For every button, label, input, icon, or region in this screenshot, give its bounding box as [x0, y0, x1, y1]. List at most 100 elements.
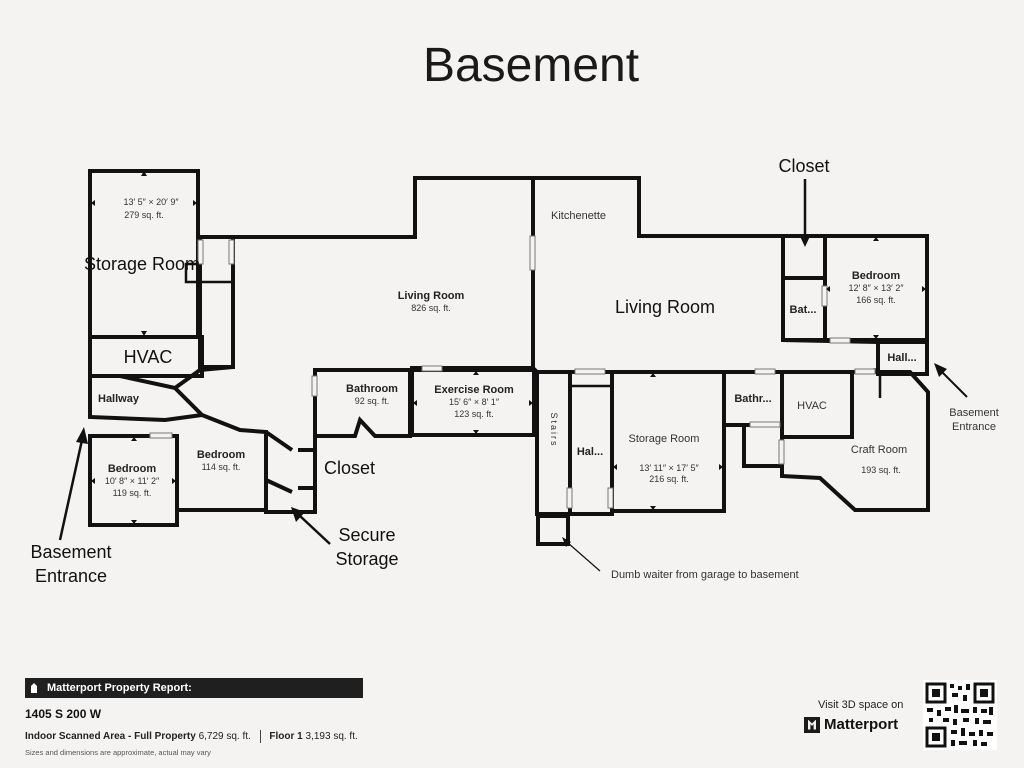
- dimension-marker: [873, 237, 879, 241]
- dimension-marker: [131, 520, 137, 524]
- annotation-secure-2: Storage: [335, 549, 398, 569]
- living-main-name: Living Room: [398, 290, 465, 302]
- qr-code-icon[interactable]: [923, 680, 997, 750]
- dimension-marker: [650, 373, 656, 377]
- report-title-bar: Matterport Property Report:: [25, 678, 363, 698]
- area-value: 6,729 sq. ft.: [198, 731, 251, 743]
- property-report-footer: Matterport Property Report: 1405 S 200 W…: [25, 678, 365, 757]
- arrow-entrance-right: [941, 371, 968, 398]
- door: [607, 487, 614, 509]
- door: [749, 421, 781, 428]
- dimension-marker: [141, 331, 147, 336]
- storage-center-name: Storage Room: [629, 433, 700, 445]
- dimension-marker: [91, 200, 95, 206]
- area-line: Indoor Scanned Area - Full Property 6,72…: [25, 730, 365, 743]
- exercise-dims: 15′ 6″ × 8′ 1″: [449, 397, 500, 407]
- dimension-marker: [922, 286, 926, 292]
- corridor-stub-wall: [198, 235, 235, 369]
- dimension-marker: [413, 400, 417, 406]
- hall-center-wall: [568, 370, 614, 516]
- door: [566, 487, 573, 509]
- exercise-room-wall: [410, 368, 536, 437]
- dimension-marker: [172, 478, 176, 484]
- disclaimer: Sizes and dimensions are approximate, ac…: [25, 748, 211, 757]
- dimension-marker: [91, 478, 95, 484]
- exercise-name: Exercise Room: [434, 384, 514, 396]
- annotation-closet-top: Closet: [778, 156, 829, 176]
- arrow-secure-storage: [299, 515, 331, 545]
- storage-left-area: 279 sq. ft.: [124, 210, 164, 220]
- dimension-marker: [873, 335, 879, 339]
- bathroom-center-area: 92 sq. ft.: [355, 396, 390, 406]
- page-title: Basement: [422, 39, 640, 92]
- hallway-left-wall: [88, 365, 234, 423]
- door: [197, 239, 204, 265]
- dimension-marker: [473, 371, 479, 375]
- bedroom-right-name: Bedroom: [852, 270, 901, 282]
- bedroom-mid-area: 114 sq. ft.: [202, 462, 241, 472]
- area-label: Indoor Scanned Area - Full Property: [25, 731, 196, 743]
- arrow-head: [934, 363, 947, 377]
- bedroom-right-dims: 12′ 8″ × 13′ 2″: [848, 283, 904, 293]
- bat-small-name: Bat...: [790, 304, 817, 316]
- dumb-waiter-wall: [536, 514, 570, 546]
- arrow-head: [562, 537, 571, 547]
- door: [778, 439, 785, 465]
- annotation-entrance-right-2: Entrance: [952, 421, 996, 433]
- door: [149, 432, 173, 439]
- door: [228, 239, 235, 265]
- stairs-name: Stairs: [549, 412, 559, 447]
- storage-center-area: 216 sq. ft.: [649, 474, 689, 484]
- kitchenette-name: Kitchenette: [551, 210, 606, 222]
- report-title: Matterport Property Report:: [47, 682, 192, 694]
- dimension-marker: [141, 171, 147, 176]
- living-right-name: Living Room: [615, 297, 715, 317]
- matterport-brand: Matterport: [824, 716, 899, 733]
- home-icon: [31, 683, 41, 693]
- door: [754, 368, 776, 375]
- door: [821, 285, 828, 307]
- exercise-area: 123 sq. ft.: [454, 409, 494, 419]
- living-main-area: 826 sq. ft.: [411, 303, 451, 313]
- arrow-head: [76, 427, 88, 444]
- separator: [259, 730, 261, 743]
- living-room-main-wall: [231, 176, 535, 370]
- dimension-marker: [529, 400, 533, 406]
- property-address: 1405 S 200 W: [25, 707, 102, 721]
- door: [529, 235, 536, 271]
- annotation-closet-mid: Closet: [324, 458, 375, 478]
- dimension-marker: [473, 430, 479, 434]
- bedroom-left-dims: 10′ 8″ × 11′ 2″: [105, 476, 160, 486]
- hall-center-name: Hal...: [577, 446, 603, 458]
- bathroom-center-name: Bathroom: [346, 383, 398, 395]
- dimension-marker: [613, 464, 617, 470]
- annotation-dumb-waiter: Dumb waiter from garage to basement: [611, 569, 799, 581]
- hallway-left-name: Hallway: [98, 393, 140, 405]
- hall-right-wall: [876, 340, 929, 376]
- door: [854, 368, 876, 375]
- visit-3d-text: Visit 3D space on: [818, 699, 904, 711]
- secure-storage-wall: [264, 430, 317, 514]
- door: [311, 375, 318, 397]
- floor-plan: 13′ 5″ × 20′ 9″ 279 sq. ft. Storage Room…: [30, 156, 999, 586]
- annotation-entrance-left-2: Entrance: [35, 566, 107, 586]
- dimension-marker: [193, 200, 197, 206]
- storage-center-dims: 13′ 11″ × 17′ 5″: [639, 463, 699, 473]
- dimension-marker: [131, 437, 137, 441]
- hall-right-name: Hall...: [887, 352, 916, 364]
- floor-label: Floor 1: [269, 731, 303, 743]
- bedroom-left-area: 119 sq. ft.: [113, 488, 152, 498]
- door: [829, 337, 851, 344]
- floor-value: 3,193 sq. ft.: [305, 731, 358, 743]
- arrow-entrance-left: [58, 439, 84, 541]
- hvac-left-name: HVAC: [124, 347, 173, 367]
- annotation-entrance-right-1: Basement: [949, 407, 999, 419]
- craft-room-wall: [780, 370, 930, 512]
- matterport-logo[interactable]: Matterport: [804, 716, 898, 733]
- arrow-head: [291, 507, 305, 522]
- bedroom-right-area: 166 sq. ft.: [856, 295, 896, 305]
- bedroom-left-name: Bedroom: [108, 463, 157, 475]
- craft-area: 193 sq. ft.: [861, 465, 901, 475]
- hvac-right-name: HVAC: [797, 400, 827, 412]
- hvac-left-wall: [88, 335, 204, 378]
